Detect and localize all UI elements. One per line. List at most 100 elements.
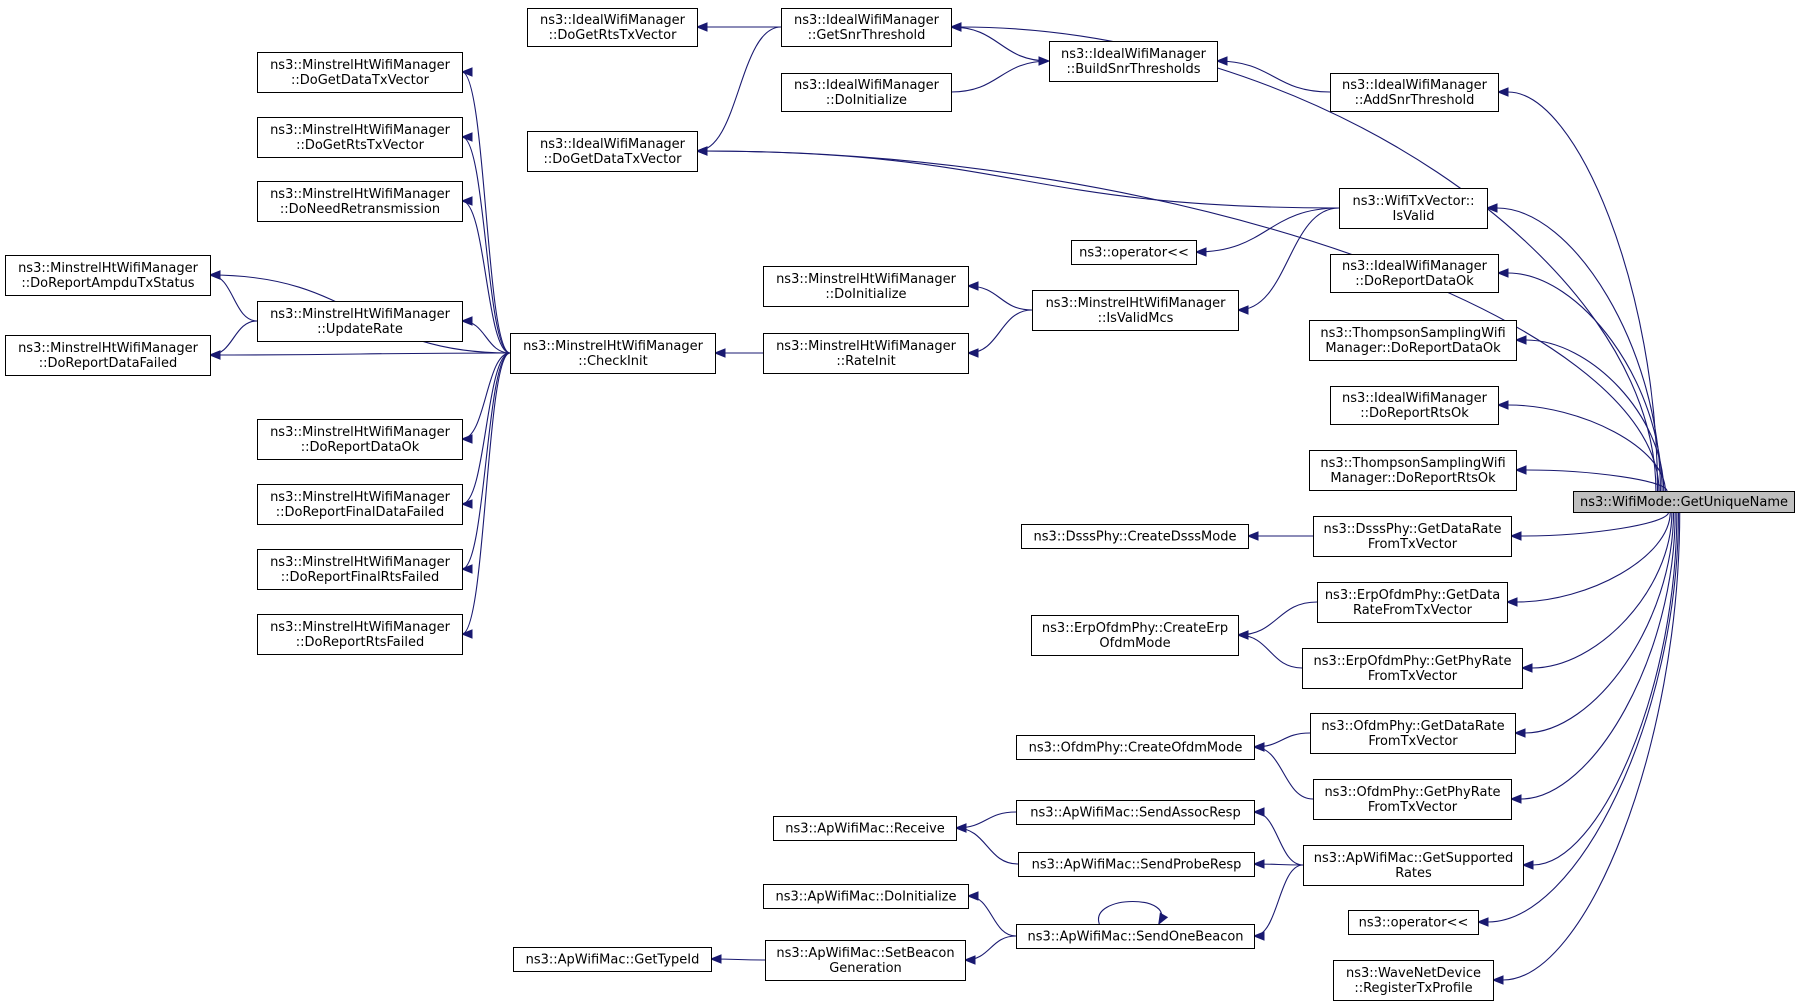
node-box: [257, 419, 463, 460]
function-node[interactable]: ns3::MinstrelHtWifiManager::DoReportRtsF…: [257, 614, 463, 655]
function-node[interactable]: ns3::MinstrelHtWifiManager::DoReportFina…: [257, 484, 463, 525]
function-node[interactable]: ns3::IdealWifiManager::DoGetRtsTxVector: [527, 8, 698, 47]
node-label: ns3::WifiMode::GetUniqueName: [1580, 495, 1788, 510]
node-box: [257, 52, 463, 93]
function-node[interactable]: ns3::IdealWifiManager::DoGetDataTxVector: [527, 131, 698, 172]
node-layer: ns3::WifiMode::GetUniqueName ns3::IdealWi…: [5, 8, 1795, 1001]
call-edge: [208, 350, 511, 360]
function-node[interactable]: ns3::operator<<: [1348, 910, 1479, 935]
call-edge: [695, 146, 1340, 209]
edge-line: [1532, 511, 1678, 866]
node-box: [257, 301, 463, 342]
node-label: ns3::DsssPhy::GetDataRate: [1324, 522, 1502, 537]
function-node[interactable]: ns3::ApWifiMac::SendAssocResp: [1016, 800, 1255, 825]
function-node[interactable]: ns3::IdealWifiManager::DoReportRtsOk: [1330, 386, 1499, 425]
function-node[interactable]: ns3::DsssPhy::CreateDsssMode: [1021, 524, 1249, 549]
function-node[interactable]: ns3::MinstrelHtWifiManager::RateInit: [763, 333, 969, 374]
function-node[interactable]: ns3::IdealWifiManager::DoInitialize: [781, 73, 952, 112]
edge-line: [209, 320, 258, 356]
arrowhead: [949, 22, 962, 32]
function-node[interactable]: ns3::MinstrelHtWifiManager::DoReportAmpd…: [5, 255, 211, 296]
function-node[interactable]: ns3::IdealWifiManager::DoReportDataOk: [1330, 254, 1499, 293]
function-node[interactable]: ns3::operator<<: [1071, 240, 1197, 265]
arrowhead: [1215, 56, 1228, 66]
node-box: [781, 73, 952, 112]
edge-line: [1516, 511, 1671, 603]
node-label: ::DoReportDataFailed: [39, 356, 178, 371]
node-box: [1309, 450, 1517, 491]
node-label: IsValid: [1393, 209, 1435, 224]
call-edge: [1246, 531, 1313, 541]
call-edge: [1476, 511, 1680, 927]
root-function-node[interactable]: ns3::WifiMode::GetUniqueName: [1573, 491, 1795, 513]
function-node[interactable]: ns3::MinstrelHtWifiManager::DoGetDataTxV…: [257, 52, 463, 93]
function-node[interactable]: ns3::ApWifiMac::SendOneBeacon: [1016, 924, 1255, 949]
call-edge: [1236, 207, 1340, 315]
node-label: RateFromTxVector: [1353, 603, 1473, 618]
node-label: ::AddSnrThreshold: [1355, 93, 1475, 108]
arrowhead: [966, 891, 979, 901]
node-label: ns3::MinstrelHtWifiManager: [270, 307, 451, 322]
node-label: ::DoReportAmpduTxStatus: [21, 276, 194, 291]
call-edge: [949, 22, 1657, 492]
edge-line: [1237, 634, 1303, 669]
node-box: [527, 131, 698, 172]
function-node[interactable]: ns3::IdealWifiManager::AddSnrThreshold: [1330, 73, 1499, 112]
edge-line: [696, 26, 782, 152]
function-node[interactable]: ns3::MinstrelHtWifiManager::DoNeedRetran…: [257, 181, 463, 222]
function-node[interactable]: ns3::OfdmPhy::CreateOfdmMode: [1016, 735, 1255, 760]
function-node[interactable]: ns3::MinstrelHtWifiManager::DoReportData…: [5, 335, 211, 376]
node-box: [1309, 320, 1517, 361]
call-edge: [950, 56, 1051, 93]
call-edge: [1215, 56, 1331, 93]
function-node[interactable]: ns3::ApWifiMac::DoInitialize: [763, 884, 969, 909]
node-label: ns3::IdealWifiManager: [540, 13, 686, 28]
edge-line: [955, 827, 1019, 865]
function-node[interactable]: ns3::MinstrelHtWifiManager::UpdateRate: [257, 301, 463, 342]
function-node[interactable]: ns3::MinstrelHtWifiManager::DoGetRtsTxVe…: [257, 117, 463, 158]
node-label: ::DoGetRtsTxVector: [549, 28, 678, 43]
call-edge: [713, 348, 763, 358]
node-box: [257, 484, 463, 525]
node-label: ns3::ErpOfdmPhy::GetPhyRate: [1314, 654, 1512, 669]
node-label: ::RateInit: [836, 354, 895, 369]
function-node[interactable]: ns3::WifiTxVector::IsValid: [1339, 188, 1488, 229]
node-box: [773, 816, 957, 841]
function-node[interactable]: ns3::MinstrelHtWifiManager::DoReportFina…: [257, 549, 463, 590]
function-node[interactable]: ns3::ApWifiMac::SendProbeResp: [1018, 852, 1255, 877]
function-node[interactable]: ns3::MinstrelHtWifiManager::IsValidMcs: [1032, 290, 1239, 331]
function-node[interactable]: ns3::ApWifiMac::Receive: [773, 816, 957, 841]
call-edge: [1520, 511, 1673, 673]
node-box: [5, 335, 211, 376]
node-label: ns3::IdealWifiManager: [1342, 259, 1488, 274]
edge-line: [1496, 207, 1661, 492]
node-label: ns3::MinstrelHtWifiManager: [270, 425, 451, 440]
function-node[interactable]: ns3::ApWifiMac::GetTypeId: [513, 947, 712, 972]
function-node[interactable]: ns3::ThompsonSamplingWifiManager::DoRepo…: [1309, 450, 1517, 491]
node-label: Generation: [829, 961, 902, 976]
call-edge: [949, 22, 1050, 62]
function-node[interactable]: ns3::IdealWifiManager::BuildSnrThreshold…: [1049, 41, 1218, 82]
function-node[interactable]: ns3::IdealWifiManager::GetSnrThreshold: [781, 8, 952, 47]
node-label: ns3::MinstrelHtWifiManager: [1046, 296, 1227, 311]
function-node[interactable]: ns3::WaveNetDevice::RegisterTxProfile: [1333, 960, 1494, 1001]
node-label: Manager::DoReportRtsOk: [1330, 471, 1496, 486]
node-label: ns3::ApWifiMac::SendOneBeacon: [1027, 930, 1243, 945]
node-label: ns3::DsssPhy::CreateDsssMode: [1034, 530, 1237, 545]
arrowhead: [460, 316, 473, 326]
arrowhead: [1520, 663, 1533, 673]
function-node[interactable]: ns3::ThompsonSamplingWifiManager::DoRepo…: [1309, 320, 1517, 361]
function-node[interactable]: ns3::MinstrelHtWifiManager::DoReportData…: [257, 419, 463, 460]
node-label: ::RegisterTxProfile: [1354, 981, 1472, 996]
function-node[interactable]: ns3::MinstrelHtWifiManager::CheckInit: [510, 333, 716, 374]
function-node[interactable]: ns3::MinstrelHtWifiManager::DoInitialize: [763, 266, 969, 307]
